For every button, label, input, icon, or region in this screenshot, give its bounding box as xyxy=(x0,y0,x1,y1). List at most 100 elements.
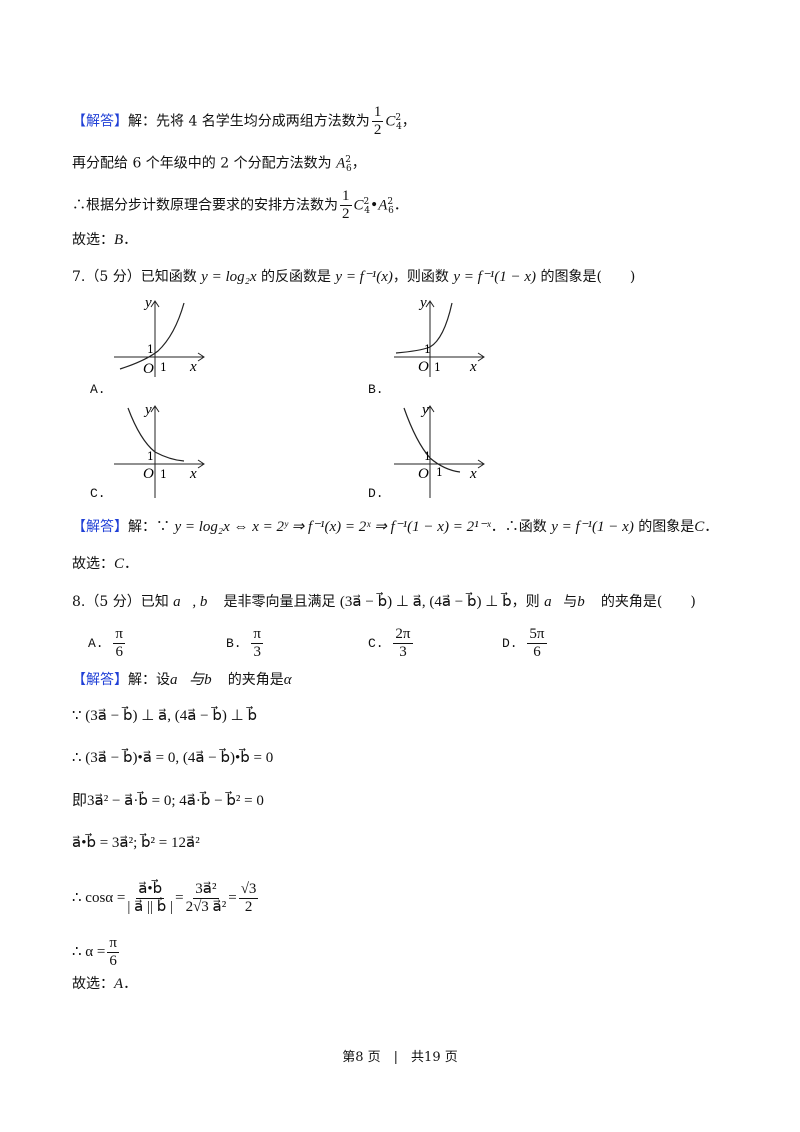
formula: y = f⁻¹(1 − x) xyxy=(453,269,537,285)
q8-answer: 故选：A． xyxy=(72,974,137,994)
numerator: π xyxy=(107,935,119,954)
option-label: B. xyxy=(226,635,242,651)
y-label: y xyxy=(420,402,429,418)
tick-1: 1 xyxy=(147,343,154,356)
text: 的夹角是( ) xyxy=(600,594,696,610)
text: ，则 xyxy=(511,594,540,610)
equals: = xyxy=(175,890,184,906)
formula: y = log₂x xyxy=(201,269,257,285)
tick-1: 1 xyxy=(160,468,167,481)
a-symbol: A xyxy=(336,155,346,172)
graph-d: y x O 1 1 xyxy=(394,402,485,498)
formula: a⃗与b⃗ xyxy=(170,672,224,688)
q8-solution-line5: a⃗•b⃗ = 3a⃗²; b⃗² = 12a⃗² xyxy=(72,835,200,851)
tick-1: 1 xyxy=(424,343,431,356)
origin-label: O xyxy=(418,466,429,482)
x-label: x xyxy=(189,466,197,482)
y-label: y xyxy=(418,295,427,311)
alpha: α xyxy=(283,672,292,688)
formula: y = f⁻¹(1 − x) xyxy=(551,519,634,535)
text: 的反函数是 xyxy=(260,269,331,285)
tick-1: 1 xyxy=(160,361,167,374)
tick-1: 1 xyxy=(424,450,431,463)
tick-1: 1 xyxy=(434,361,441,374)
text: ∴ α = xyxy=(72,944,106,960)
c-symbol: C xyxy=(385,113,396,130)
q8-solution-line4: 即3a⃗² − a⃗·b⃗ = 0; 4a⃗·b⃗ − b⃗² = 0 xyxy=(72,793,264,809)
text: ．∴函数 xyxy=(490,519,547,535)
graph-b: y x O 1 1 xyxy=(394,295,485,377)
text: 与 xyxy=(563,594,578,610)
option-a: A. xyxy=(90,382,106,397)
y-label: y xyxy=(143,402,152,418)
curve xyxy=(395,302,453,354)
fraction: a⃗•b⃗| a⃗ || b⃗ | xyxy=(127,881,173,916)
q6-solution-line2: 再分配给 6 个年级中的 2 个分配方法数为 A26， xyxy=(72,155,366,175)
graph-a: y x O 1 1 xyxy=(114,295,205,377)
denominator: 2√3 a⃗² xyxy=(185,899,227,916)
option-b: B. xyxy=(368,382,384,397)
formula: a⃗ xyxy=(544,594,564,610)
text: ， xyxy=(351,155,366,172)
option-d: D. xyxy=(368,486,384,501)
curve xyxy=(127,407,185,462)
text: 的图象是 xyxy=(638,519,695,535)
answer-value: A xyxy=(114,976,124,992)
text: ． xyxy=(124,556,139,572)
solution-tag: 【解答】 xyxy=(72,113,128,130)
x-label: x xyxy=(469,359,477,375)
numerator: 2π xyxy=(393,626,413,644)
option-label: C. xyxy=(368,635,384,651)
numerator: π xyxy=(251,626,263,644)
option-c: C. xyxy=(90,486,106,501)
numerator: √3 xyxy=(238,881,259,900)
x-label: x xyxy=(469,466,477,482)
q7-answer: 故选：C． xyxy=(72,554,138,574)
solution-tag: 【解答】 xyxy=(72,672,128,688)
x-label: x xyxy=(189,359,197,375)
a-symbol: A xyxy=(378,197,388,214)
text: 故选： xyxy=(72,976,114,992)
text: 8.（5 分）已知 xyxy=(72,594,169,610)
q8-solution-line2: ∵ (3a⃗ − b⃗) ⊥ a⃗, (4a⃗ − b⃗) ⊥ b⃗ xyxy=(72,708,257,724)
option-label: D. xyxy=(502,635,518,651)
text: 故选： xyxy=(72,232,114,248)
text: 7.（5 分）已知函数 xyxy=(72,269,197,285)
formula: y = f⁻¹(x) xyxy=(335,269,393,285)
numerator: π xyxy=(113,626,125,644)
numerator: 5π xyxy=(527,626,547,644)
denominator: 2 xyxy=(244,899,253,916)
tick-1: 1 xyxy=(436,466,443,479)
text: 是非零向量且满足 xyxy=(223,594,336,610)
text: ∴根据分步计数原理合要求的安排方法数为 xyxy=(72,197,338,214)
text: ． xyxy=(123,976,138,992)
text: 解：先将 4 名学生均分成两组方法数为 xyxy=(128,113,370,130)
q7-stem: 7.（5 分）已知函数 y = log₂x 的反函数是 y = f⁻¹(x)，则… xyxy=(72,267,635,287)
answer-value: C xyxy=(694,519,705,535)
denominator: 6 xyxy=(109,953,117,970)
text: 再分配给 6 个年级中的 2 个分配方法数为 xyxy=(72,155,332,172)
answer-value: C xyxy=(114,556,125,572)
solution-tag: 【解答】 xyxy=(72,519,128,535)
text: 的夹角是 xyxy=(227,672,284,688)
q8-solution-line3: ∴ (3a⃗ − b⃗)•a⃗ = 0, (4a⃗ − b⃗)•b⃗ = 0 xyxy=(72,750,274,766)
denominator: | a⃗ || b⃗ | xyxy=(127,899,174,916)
graph-c: y x O 1 1 xyxy=(114,402,205,498)
text: ∴ cosα = xyxy=(72,890,126,906)
text: 解：∵ xyxy=(128,519,170,535)
page-footer: 第8 页 | 共19 页 xyxy=(342,1050,458,1065)
numerator: 3a⃗² xyxy=(193,881,219,900)
formula: y = log₂x ⇔ x = 2ʸ ⇒ f⁻¹(x) = 2ˣ ⇒ f⁻¹(1… xyxy=(174,519,491,535)
